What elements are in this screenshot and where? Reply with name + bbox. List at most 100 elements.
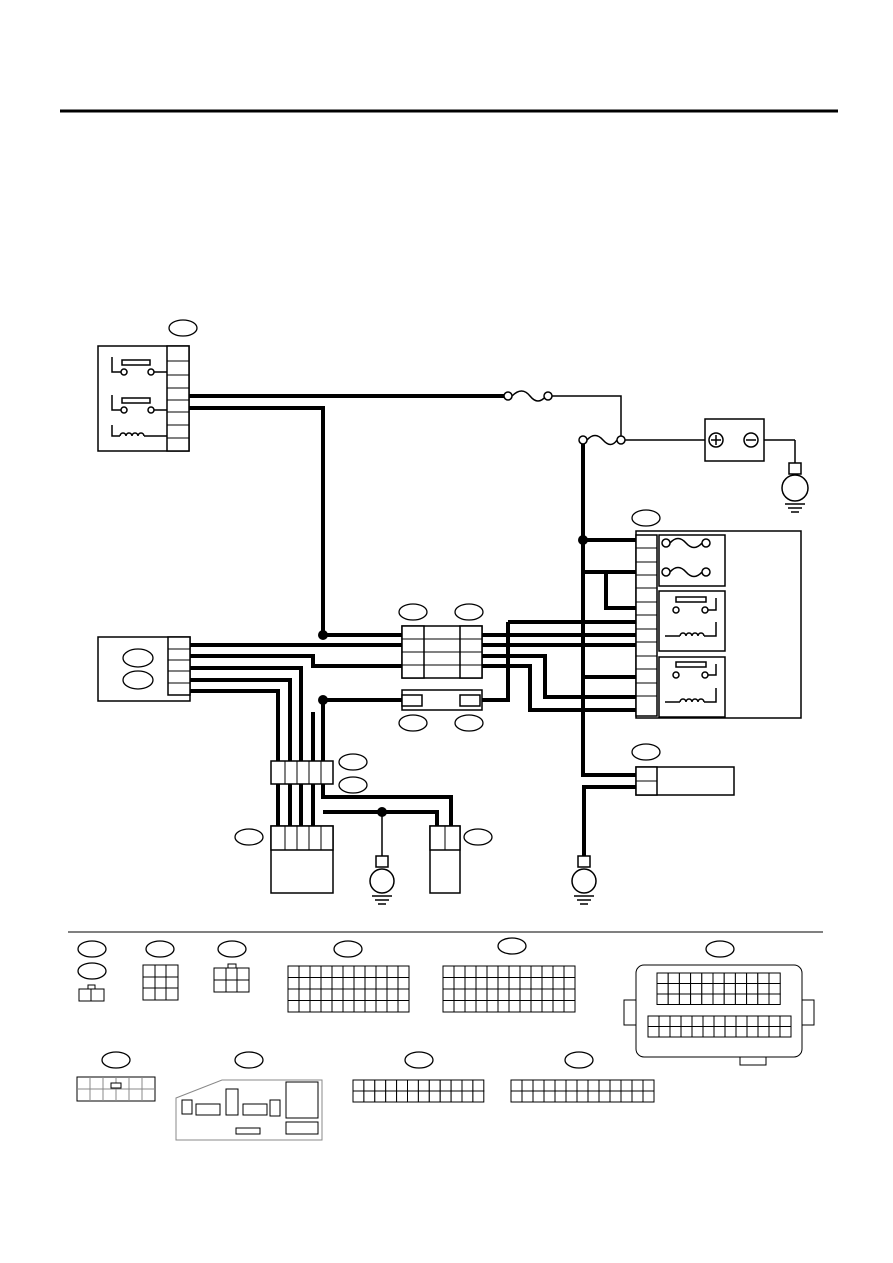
connector-pin (563, 1000, 576, 1013)
connector-pin (439, 1079, 452, 1092)
connector-pin (530, 977, 543, 990)
connector-pin (631, 1079, 644, 1092)
connector-pin (364, 988, 377, 1001)
connector-pin (667, 972, 680, 984)
connector-pin (530, 965, 543, 978)
connector-pin (746, 993, 759, 1005)
legend-connector (213, 940, 250, 993)
connector-pin (678, 972, 692, 984)
connector-pin (453, 988, 466, 1001)
connector-pin (552, 965, 565, 978)
connector-pin (331, 988, 344, 1001)
connector-pin (374, 1090, 387, 1103)
connector-pin (486, 977, 499, 990)
connector-pin (576, 1090, 589, 1103)
connector-pin (519, 1000, 532, 1013)
connector-pin (609, 1079, 622, 1092)
connector-pin (450, 1079, 463, 1092)
connector-pin (510, 1090, 523, 1103)
connector-pin (353, 965, 366, 978)
connector-pin (735, 1015, 748, 1027)
connector-pin (453, 1000, 466, 1013)
connector-pin (746, 983, 759, 995)
connector-pin (453, 977, 466, 990)
connector-pin (631, 1090, 644, 1103)
connector-pin (375, 965, 388, 978)
connector-pin (298, 977, 311, 990)
connector-pin (713, 1026, 726, 1038)
connector-pin (543, 1090, 556, 1103)
connector-pin (680, 1015, 693, 1027)
connector-right (631, 743, 735, 796)
connector-pin (723, 983, 736, 995)
connector-pin (508, 977, 521, 990)
connector-pin (757, 993, 770, 1005)
connector-pin (541, 965, 554, 978)
connector-pin (385, 1079, 398, 1092)
connector-pin (386, 1000, 399, 1013)
connector-id-oval (463, 828, 493, 846)
connector-pin (678, 983, 692, 995)
legend-connector (352, 1051, 485, 1103)
connector-id-oval (122, 648, 154, 668)
connector-pin (680, 1026, 693, 1038)
connector-pin (352, 1090, 365, 1103)
connector-pin (475, 988, 488, 1001)
connector-pin (702, 1015, 715, 1027)
connector-pin (532, 1090, 545, 1103)
connector-pin (385, 1090, 398, 1103)
connector-pin (746, 972, 759, 984)
connector-pin (724, 1015, 737, 1027)
fuse-icon (661, 566, 711, 578)
connector-pin (658, 1015, 671, 1027)
connector-pin (587, 1090, 600, 1103)
connector-pin (779, 1015, 792, 1027)
connector-pin (461, 1079, 474, 1092)
connector-pin (309, 977, 322, 990)
splice-dot (318, 630, 328, 640)
splice-dot (377, 807, 387, 817)
connector-pin (656, 983, 669, 995)
relay-switch-icon (111, 395, 167, 414)
connector-pin (658, 1026, 671, 1038)
connector-pin (497, 965, 510, 978)
connector-pin (342, 965, 355, 978)
legend-connector (175, 1051, 323, 1141)
connector-pin (701, 993, 714, 1005)
connector-pin (331, 977, 344, 990)
connector-pin (374, 1079, 387, 1092)
connector-pin (320, 965, 333, 978)
connector-pin (757, 972, 770, 984)
connector-pin (453, 965, 466, 978)
connector-pin (320, 988, 333, 1001)
connector-pin (497, 988, 510, 1001)
connector-pin (757, 1015, 770, 1027)
connector-pin (497, 1000, 510, 1013)
connector-pin (552, 977, 565, 990)
relay-unit-left (97, 319, 198, 452)
ground-icon (781, 440, 809, 513)
relay-switch-icon (111, 357, 167, 376)
connector-pin (461, 1090, 474, 1103)
connector-pin (565, 1090, 578, 1103)
connector-pin (442, 988, 455, 1001)
connector-pin (552, 988, 565, 1001)
connector-pin (563, 965, 576, 978)
connector-pin (620, 1079, 633, 1092)
connector-pin (464, 1000, 477, 1013)
connector-pin (331, 965, 344, 978)
connector-pin (364, 1000, 377, 1013)
legend-connector (510, 1051, 655, 1103)
connector-pin (620, 1090, 633, 1103)
connector-pin (656, 972, 669, 984)
connector-pin (712, 972, 725, 984)
connector-pin (712, 983, 725, 995)
connector-pin (541, 1000, 554, 1013)
joint-connectors-center (398, 603, 484, 732)
connector-pin (508, 1000, 521, 1013)
battery (704, 418, 765, 462)
fuse-link-icon (578, 434, 626, 446)
connector-pin (724, 1026, 737, 1038)
connector-pin (702, 1026, 715, 1038)
